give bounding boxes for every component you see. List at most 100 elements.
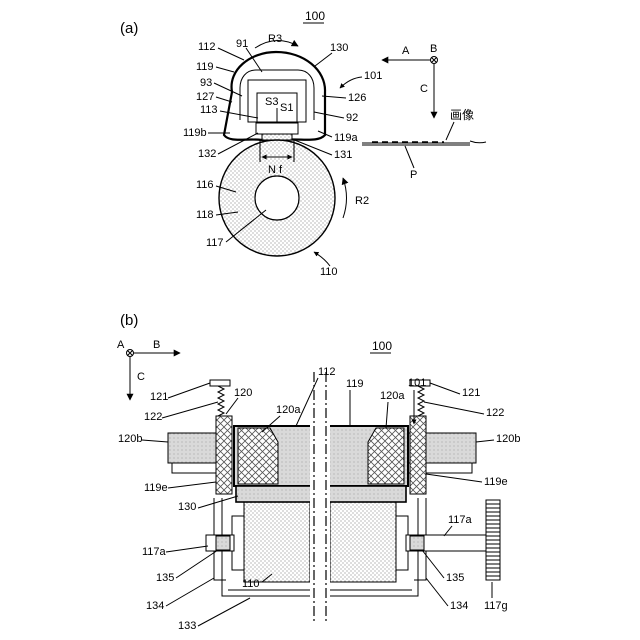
label-s3: S3	[265, 96, 278, 108]
leader-135-right	[422, 550, 444, 578]
leader-117a-left	[166, 546, 208, 552]
leader-120	[226, 398, 238, 414]
leader-120b-right	[476, 440, 494, 442]
leader-119	[216, 67, 234, 72]
label-dir-c-b: C	[137, 371, 145, 383]
leader-93	[214, 83, 242, 96]
bearing-135-left	[216, 536, 230, 550]
label-121-left: 121	[150, 391, 168, 403]
label-p: P	[410, 169, 417, 181]
label-113: 113	[200, 104, 218, 116]
label-135-left: 135	[156, 572, 174, 584]
label-130: 130	[178, 501, 196, 513]
label-127: 127	[196, 91, 214, 103]
label-119: 119	[346, 378, 364, 390]
leader-122-left	[162, 402, 218, 418]
sheet-break	[470, 141, 486, 143]
label-101: 101	[364, 70, 382, 82]
leader-119e-right	[426, 474, 482, 482]
panel-b: (b) 100 A B C	[117, 312, 520, 632]
panel-a-title: 100	[305, 9, 325, 23]
roller-110-right	[330, 502, 396, 582]
panel-a-tag: (a)	[120, 20, 138, 37]
leader-101	[340, 77, 362, 88]
label-131: 131	[334, 149, 352, 161]
label-134-right: 134	[450, 600, 468, 612]
label-119b: 119b	[183, 127, 207, 139]
leader-113	[220, 111, 258, 118]
label-134-left: 134	[146, 600, 164, 612]
end-cap-120a-left	[238, 428, 278, 484]
nip-pad-131	[262, 134, 292, 140]
leader-image	[446, 122, 454, 140]
roller-110-left	[244, 502, 310, 582]
side-plate-119e-left	[216, 416, 232, 494]
leader-134-right	[426, 578, 448, 606]
label-126: 126	[348, 92, 366, 104]
label-117: 117	[206, 237, 224, 249]
label-121-right: 121	[462, 387, 480, 399]
screw-head-121-left	[210, 380, 230, 386]
label-101: 101	[408, 377, 426, 389]
label-132: 132	[198, 148, 216, 160]
label-dir-a: A	[402, 45, 410, 57]
label-117g: 117g	[484, 600, 508, 612]
label-dir-c: C	[420, 83, 428, 95]
centre-break	[310, 380, 330, 616]
panel-b-title: 100	[372, 339, 392, 353]
label-120: 120	[234, 387, 252, 399]
label-119: 119	[196, 61, 214, 73]
label-119e-left: 119e	[144, 482, 168, 494]
label-dir-a-b: A	[117, 339, 125, 351]
leader-92	[314, 112, 344, 118]
label-120b-right: 120b	[496, 433, 520, 445]
label-122-right: 122	[486, 407, 504, 419]
label-119e-right: 119e	[484, 476, 508, 488]
label-s1: S1	[280, 102, 293, 114]
label-92: 92	[346, 112, 358, 124]
leader-110	[314, 252, 330, 266]
label-112: 112	[198, 41, 216, 53]
label-119a: 119a	[334, 132, 359, 144]
leader-p	[405, 146, 414, 168]
label-dir-b: B	[430, 43, 437, 55]
label-122-left: 122	[144, 411, 162, 423]
rotation-arrow-r2	[343, 178, 347, 218]
label-r2: R2	[355, 195, 369, 207]
panel-b-tag: (b)	[120, 312, 138, 329]
label-133: 133	[178, 620, 196, 632]
label-image: 画像	[450, 108, 474, 122]
label-118: 118	[196, 209, 214, 221]
leader-122-right	[424, 402, 484, 414]
label-130: 130	[330, 42, 348, 54]
label-nf: N f	[268, 164, 283, 176]
leader-135-left	[176, 550, 218, 578]
leader-130	[315, 53, 332, 66]
label-116: 116	[196, 179, 214, 191]
label-93: 93	[200, 77, 212, 89]
spring-122-right	[418, 386, 424, 416]
leader-121-right	[430, 383, 460, 394]
label-r3: R3	[268, 33, 282, 45]
label-112: 112	[318, 366, 336, 378]
label-110: 110	[320, 266, 338, 278]
label-120b-left: 120b	[118, 433, 142, 445]
heater-plate-132	[256, 122, 298, 134]
leader-133	[198, 598, 250, 626]
leader-130	[198, 496, 238, 508]
label-110-b: 110	[242, 578, 260, 590]
panel-a: (a) 100 S3 S1 R3 N f R2 A B	[120, 9, 486, 278]
spring-122-left	[218, 386, 224, 416]
leader-121-left	[168, 383, 210, 398]
leader-120a-right	[386, 402, 388, 428]
leader-119e-left	[168, 482, 216, 488]
label-135-right: 135	[446, 572, 464, 584]
label-dir-b-b: B	[153, 339, 160, 351]
end-cap-120a-right	[368, 428, 404, 484]
side-plate-119e-right	[410, 416, 426, 494]
label-117a-right: 117a	[448, 514, 473, 526]
bearing-135-right	[410, 536, 424, 550]
label-120a-left: 120a	[276, 404, 301, 416]
